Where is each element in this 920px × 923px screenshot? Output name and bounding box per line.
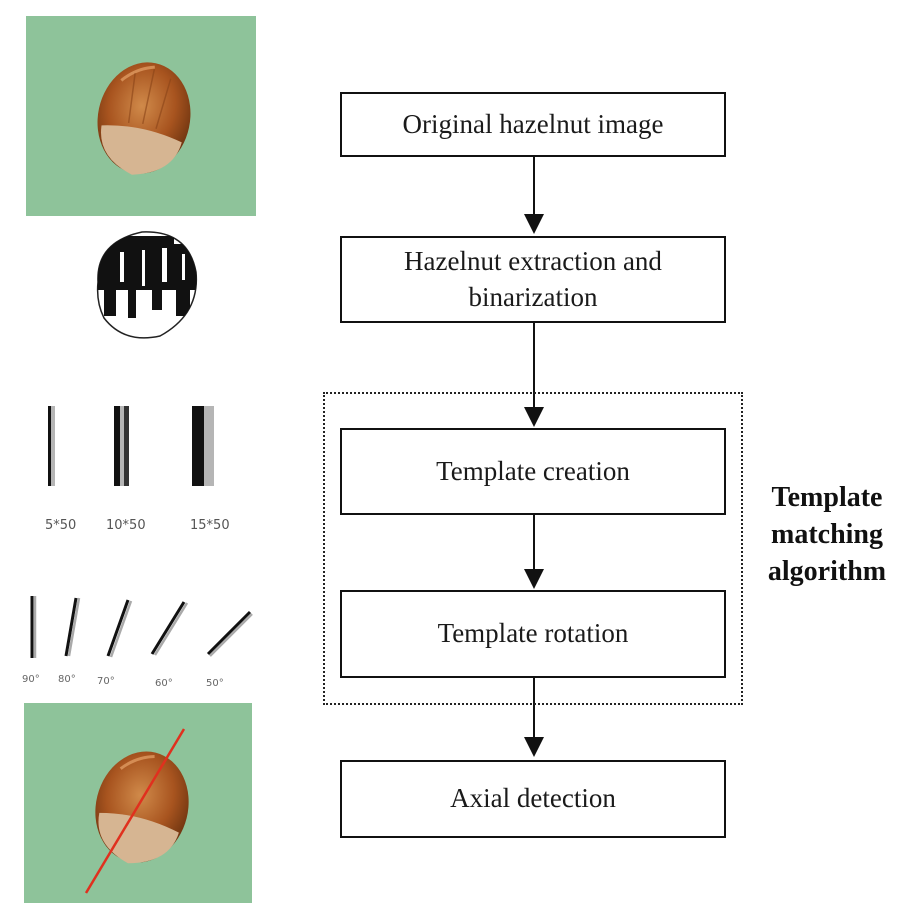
rotation-angle-label-1: 90° <box>22 674 40 685</box>
rotation-angle-label-3: 70° <box>97 676 115 687</box>
rotation-angle-label-5: 50° <box>206 678 224 689</box>
step-original-image-label: Original hazelnut image <box>402 108 664 139</box>
template-size-label-2: 10*50 <box>106 518 146 533</box>
template-matching-group-label: Template matching algorithm <box>767 482 887 587</box>
detected-axis-line <box>84 728 186 894</box>
rotated-templates-illustration <box>30 596 253 658</box>
rotation-angle-label-4: 60° <box>155 678 173 689</box>
template-matching-group-box <box>323 392 743 705</box>
step-template-rotation: Template rotation <box>340 590 726 678</box>
template-size-label-3: 15*50 <box>190 518 230 533</box>
step-template-creation-label: Template creation <box>436 455 630 486</box>
step-template-creation: Template creation <box>340 428 726 515</box>
template-size-label-1: 5*50 <box>45 518 77 533</box>
step-extraction-binarization-label: Hazelnut extraction and binarization <box>404 246 662 312</box>
step-axial-detection-label: Axial detection <box>450 783 616 814</box>
binarized-hazelnut <box>96 231 198 339</box>
axial-detection-photo <box>24 703 252 903</box>
step-original-image: Original hazelnut image <box>340 92 726 157</box>
rotation-angle-label-2: 80° <box>58 674 76 685</box>
step-template-rotation-label: Template rotation <box>437 618 629 649</box>
original-hazelnut-photo <box>26 16 256 216</box>
step-axial-detection: Axial detection <box>340 760 726 838</box>
step-extraction-binarization: Hazelnut extraction and binarization <box>340 236 726 323</box>
template-bars-illustration <box>48 406 214 486</box>
